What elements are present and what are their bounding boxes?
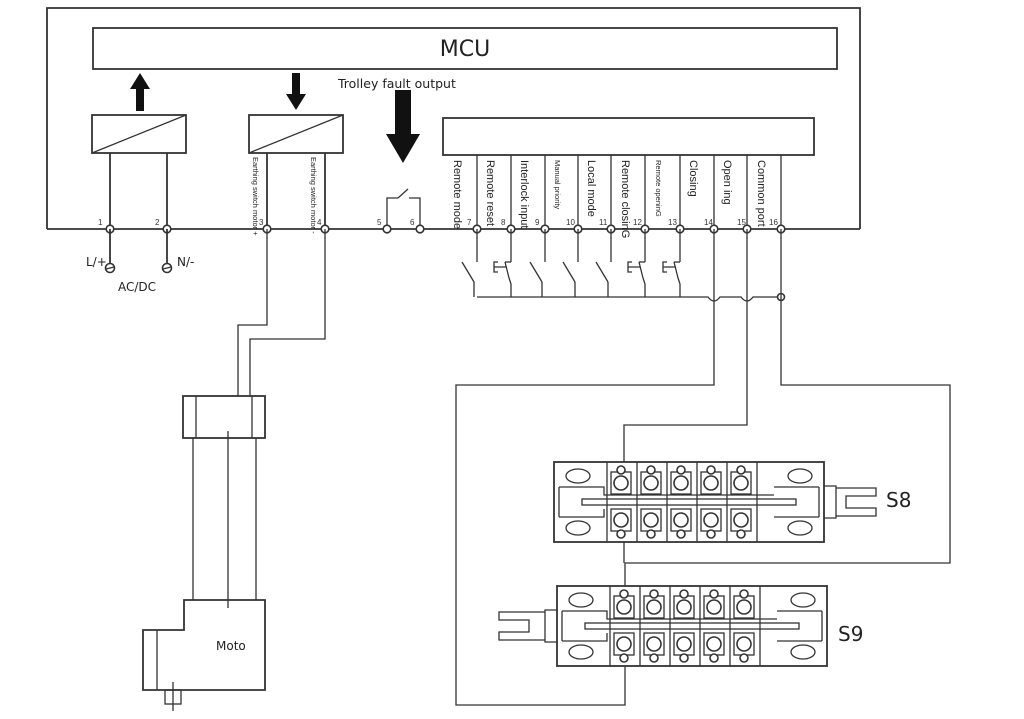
earthing-driver-box [248,114,344,154]
earthing-motor-plus-label: Earthing switch motor + [251,157,260,236]
input-label-remote-mode: Remote mode [451,160,463,229]
trolley-fault-arrow-icon [386,90,420,163]
screw-icon [646,599,662,615]
input-module-box [442,117,815,156]
screw-icon [643,512,659,528]
input-label-common-port: Common port [755,160,767,227]
terminal-number: 15 [737,218,746,227]
screw-icon [706,636,722,652]
positive-label: L/+ [86,255,107,269]
input-label-remote-opening: Remote openinG [654,160,663,217]
screw-terminal-icon [104,262,116,274]
terminal-number: 9 [535,218,540,227]
input-label-open-ing: Open ing [721,160,733,205]
switch-block-s8 [553,461,877,543]
screw-icon [736,599,752,615]
down-arrow-icon [286,73,306,110]
terminal-number: 6 [410,218,415,227]
latch-tab-icon [836,487,877,517]
screw-icon [646,636,662,652]
wire-motor-plus [237,229,268,396]
input-label-remote-closing: Remote closinG [619,160,631,238]
screw-icon [643,475,659,491]
terminal-number: 1 [98,218,103,227]
input-label-closing: Closing [687,160,699,197]
terminal-5 [382,224,392,234]
trolley-fault-label: Trolley fault output [337,76,456,91]
earthing-motor-minus-label: Earthing switch motor - [309,157,318,234]
input-label-remote-reset: Remote reset [484,160,496,226]
input-label-local-mode: Local mode [585,160,597,217]
input-label-interlock-input: Interlock input [518,160,530,228]
terminal-number: 10 [566,218,575,227]
terminal-number: 8 [501,218,506,227]
switch-block-s9 [498,585,828,667]
pushbutton-switch-icon [662,229,681,297]
screw-icon [703,512,719,528]
terminal-number: 7 [467,218,472,227]
pushbutton-switch-icon [627,229,646,297]
pushbutton-switch-icon [493,229,512,297]
terminal-6 [415,224,425,234]
switch-contact-icon [529,229,546,297]
screw-icon [673,475,689,491]
s9-label: S9 [838,622,863,646]
screw-icon [703,475,719,491]
motor-actuator [142,395,266,711]
mcu-box [92,27,838,70]
wire-common [624,229,951,597]
enclosure-outline [46,7,861,229]
screw-icon [676,636,692,652]
screw-icon [673,512,689,528]
negative-label: N/- [177,255,194,269]
switch-contact-icon [595,229,612,297]
terminal-number: 3 [259,218,264,227]
wire-opening [623,229,748,478]
wire-closing [455,229,715,706]
switch-common-bus [477,296,781,302]
screw-icon [613,512,629,528]
terminal-number: 5 [377,218,382,227]
switch-contact-icon [461,229,478,297]
fault-relay-contact [386,188,421,229]
wire-motor-minus [249,229,326,396]
power-converter-box [91,114,187,154]
terminal-number: 11 [599,218,608,227]
input-label-manual-priority: Manual priority [553,160,562,209]
terminal-number: 2 [155,218,160,227]
terminal-number: 4 [317,218,322,227]
terminal-number: 13 [668,218,677,227]
screw-icon [733,475,749,491]
screw-icon [706,599,722,615]
s8-label: S8 [886,488,911,512]
ac-dc-label: AC/DC [118,280,156,294]
terminal-number: 12 [633,218,642,227]
motor-label: Moto [216,639,246,653]
up-arrow-icon [130,73,150,111]
latch-tab-icon [498,611,545,641]
screw-terminal-icon [161,262,173,274]
screw-icon [736,636,752,652]
terminal-number: 16 [769,218,778,227]
screw-icon [616,599,632,615]
terminal-number: 14 [704,218,713,227]
screw-icon [616,636,632,652]
screw-icon [613,475,629,491]
screw-icon [733,512,749,528]
screw-icon [676,599,692,615]
switch-contact-icon [562,229,579,297]
mcu-label: MCU [440,37,490,62]
